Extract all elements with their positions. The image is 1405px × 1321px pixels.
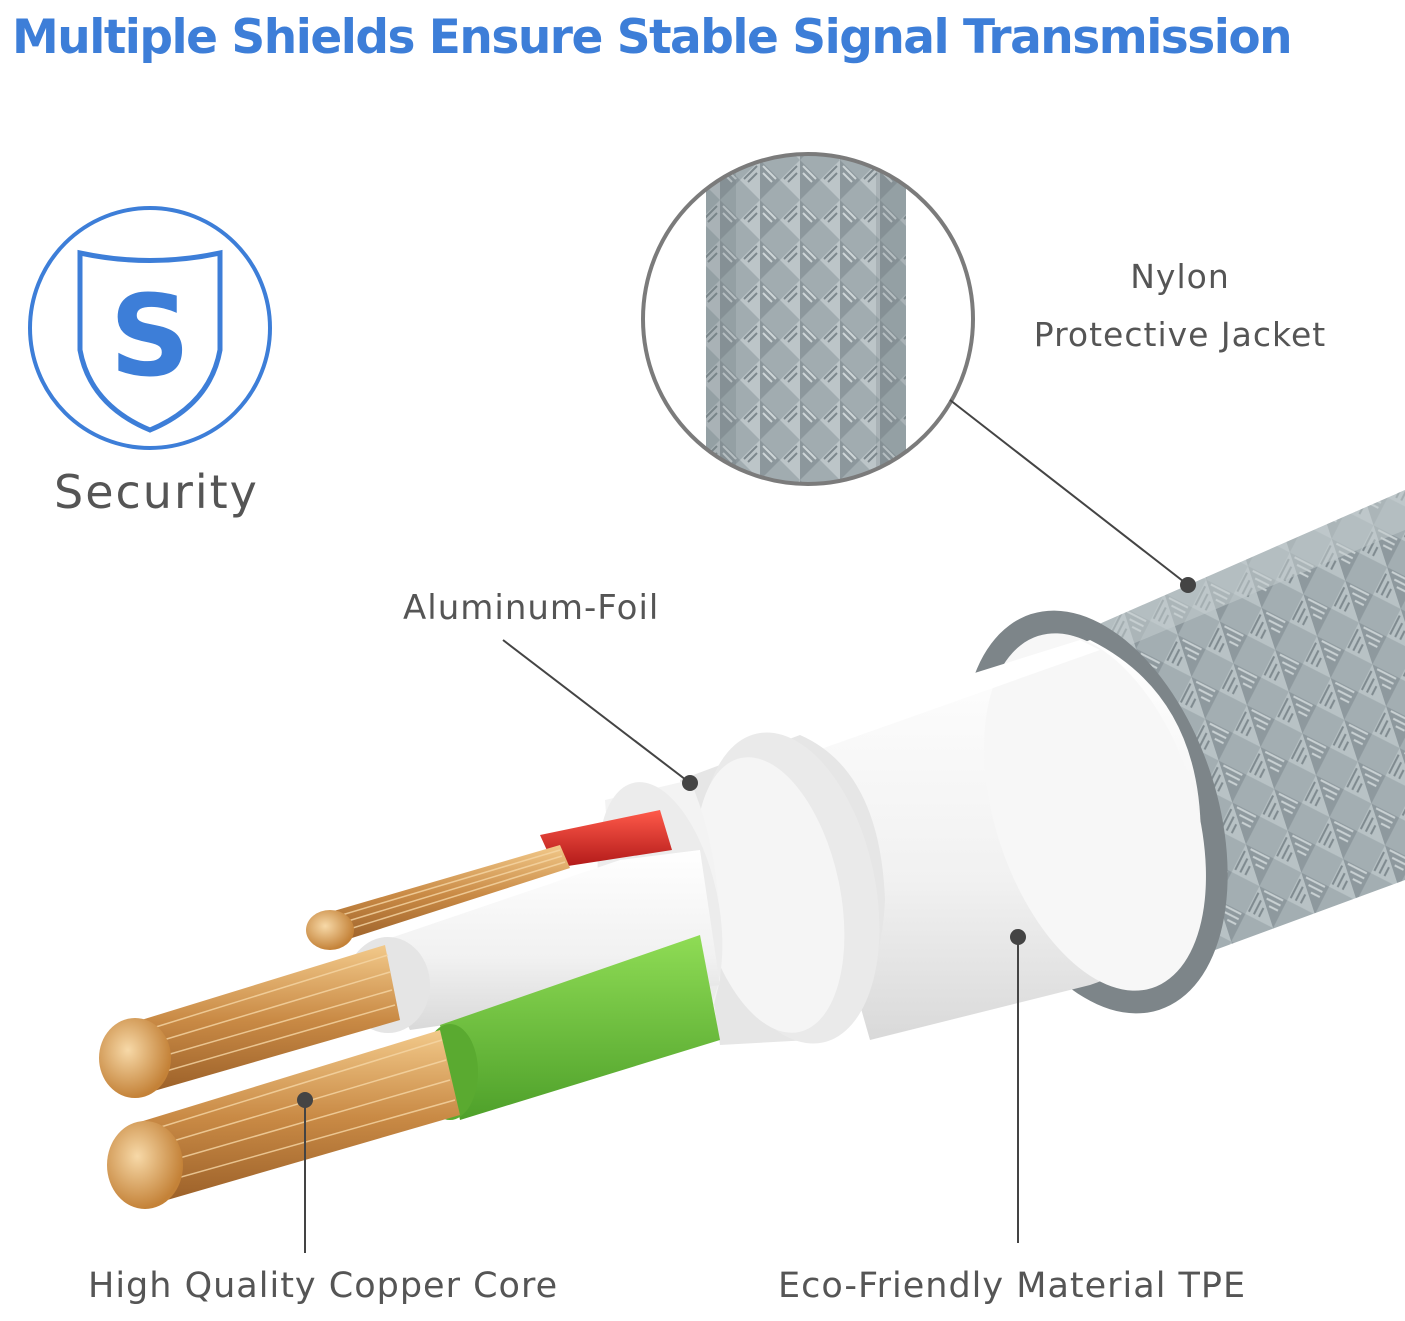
braid-closeup bbox=[706, 154, 906, 484]
leader-copper bbox=[297, 1092, 313, 1253]
zoom-ring bbox=[641, 152, 975, 486]
braid-zoom bbox=[641, 152, 975, 486]
red-wire bbox=[306, 810, 672, 950]
tpe-material-label: Eco-Friendly Material TPE bbox=[778, 1266, 1247, 1306]
foil-layer bbox=[680, 732, 885, 1045]
shield-letter: S bbox=[110, 272, 191, 402]
copper-core-label: High Quality Copper Core bbox=[88, 1266, 559, 1306]
leader-nylon bbox=[949, 399, 1196, 593]
security-badge: S bbox=[28, 206, 272, 450]
nylon-label-line1: Nylon bbox=[1130, 257, 1230, 296]
security-caption: Security bbox=[54, 465, 259, 519]
shield-icon bbox=[77, 249, 223, 433]
tpe-sheath bbox=[760, 633, 1206, 1040]
page-title: Multiple Shields Ensure Stable Signal Tr… bbox=[12, 10, 1293, 65]
aluminum-foil-label: Aluminum-Foil bbox=[403, 588, 660, 628]
nylon-callout: Nylon Protective Jacket bbox=[1000, 248, 1360, 364]
leader-aluminum bbox=[502, 639, 698, 791]
badge-ring bbox=[28, 206, 272, 450]
nylon-label-line2: Protective Jacket bbox=[1033, 315, 1327, 354]
leader-tpe bbox=[1010, 929, 1026, 1243]
green-wire bbox=[107, 935, 720, 1209]
